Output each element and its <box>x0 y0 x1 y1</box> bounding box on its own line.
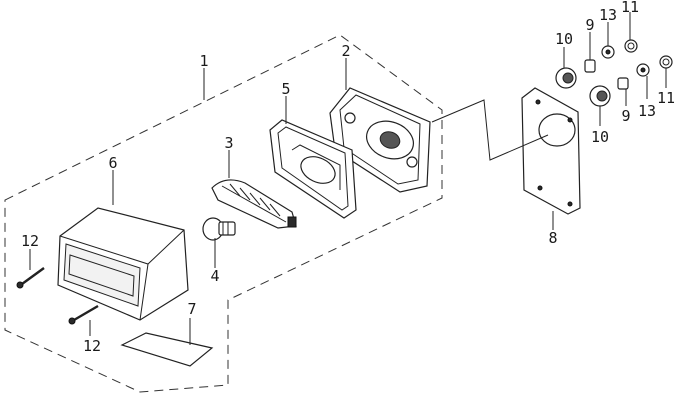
washer-left <box>601 45 615 59</box>
part-labels: 1 2 3 4 5 6 7 8 9 9 10 10 11 11 12 12 13… <box>21 0 675 355</box>
nut-left <box>624 39 638 53</box>
spacer-right <box>617 77 629 90</box>
label-9-right: 9 <box>621 107 630 125</box>
label-2: 2 <box>341 42 350 60</box>
label-13-left: 13 <box>599 6 617 24</box>
label-8: 8 <box>548 229 557 247</box>
label-12-upper: 12 <box>21 232 39 250</box>
washer-right <box>636 63 650 77</box>
label-4: 4 <box>210 267 219 285</box>
reflector <box>211 179 297 229</box>
label-10-right: 10 <box>591 128 609 146</box>
screw-upper <box>16 267 45 289</box>
label-3: 3 <box>224 134 233 152</box>
spacer-left <box>584 59 596 73</box>
label-5: 5 <box>281 80 290 98</box>
label-1: 1 <box>199 52 208 70</box>
label-10-left: 10 <box>555 30 573 48</box>
bulb <box>202 217 236 241</box>
screw-lower <box>68 304 99 325</box>
label-11-left: 11 <box>621 0 639 16</box>
leader-lines <box>29 12 667 345</box>
housing-base <box>329 87 431 193</box>
grommet-right <box>589 85 611 107</box>
label-6: 6 <box>108 154 117 172</box>
lens <box>57 207 189 321</box>
label-12-lower: 12 <box>83 337 101 355</box>
connector-line <box>431 99 549 161</box>
mounting-plate <box>521 87 581 215</box>
nut-right <box>659 55 673 69</box>
label-7: 7 <box>187 300 196 318</box>
gasket-frame <box>269 119 357 219</box>
assembly-boundary-dashed <box>4 34 443 393</box>
label-13-right: 13 <box>638 102 656 120</box>
grommet-left <box>555 67 577 89</box>
label-11-right: 11 <box>657 89 675 107</box>
label-9-left: 9 <box>585 16 594 34</box>
label-sticker <box>120 332 214 367</box>
